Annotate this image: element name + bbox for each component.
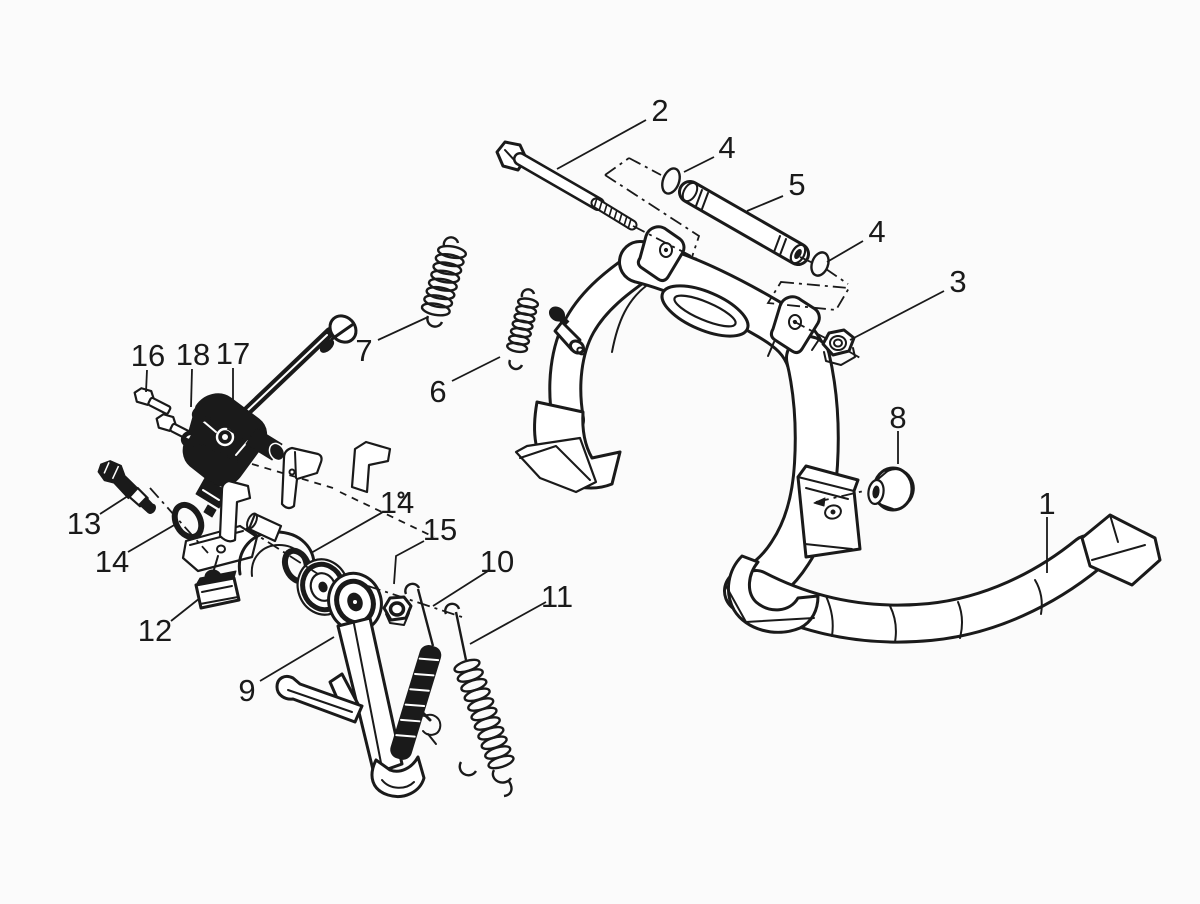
stand-right-lug (767, 295, 821, 357)
leader-line (310, 511, 384, 554)
callout-10: 10 (432, 544, 514, 607)
callout-label-18: 18 (176, 337, 210, 372)
callout-label-16: 16 (131, 338, 165, 373)
callout-1: 1 (1038, 486, 1056, 573)
leader-line (746, 195, 784, 212)
callout-label-8: 8 (889, 400, 906, 435)
leader-line (683, 156, 715, 173)
leader-line (99, 493, 132, 515)
callout-label-13: 13 (67, 506, 101, 541)
part-locknut (382, 595, 413, 626)
callout-6: 6 (429, 356, 501, 409)
leader-line (127, 523, 177, 553)
callout-9: 9 (238, 636, 335, 708)
part-buffer (867, 466, 915, 512)
callout-label-7: 7 (355, 333, 372, 368)
callout-label-11: 11 (541, 579, 573, 614)
callout-label-6: 6 (429, 374, 446, 409)
part-spring-large (420, 236, 468, 328)
callout-label-14-left: 14 (95, 544, 129, 579)
assembly-guide-lines (149, 157, 865, 618)
callout-17: 17 (216, 336, 250, 407)
part-spring-small (506, 288, 540, 371)
stand-crossbar-slot (660, 284, 750, 338)
leader-line (377, 316, 429, 341)
callout-label-15: 15 (423, 512, 457, 547)
leader-line (556, 119, 647, 170)
leader-line (432, 570, 489, 607)
callout-15: 15 (393, 512, 457, 585)
stand-left-lug (636, 225, 686, 283)
callout-label-9: 9 (238, 673, 255, 708)
stand-left-foot (514, 400, 622, 494)
callouts: 2 4 5 4 3 7 16 18 (67, 93, 1056, 708)
part-washer-pair (180, 405, 211, 448)
part-mount-bracket (181, 524, 316, 596)
part-guard-panels (218, 440, 405, 543)
callout-label-2: 2 (651, 93, 668, 128)
part-spacer-sleeve (678, 180, 810, 266)
callout-7: 7 (355, 316, 429, 368)
part-center-stand (514, 225, 1162, 644)
callout-label-3: 3 (949, 264, 966, 299)
stand-spring-pin (548, 306, 586, 356)
leader-line (826, 240, 864, 263)
stand-right-foot (725, 554, 820, 634)
callout-14-left: 14 (95, 523, 177, 579)
part-stand-leg (275, 558, 442, 798)
leader-line (849, 290, 945, 341)
leader-line (170, 597, 201, 622)
callout-label-5: 5 (788, 167, 805, 202)
callout-label-1: 1 (1038, 486, 1055, 521)
leader-line (469, 601, 547, 645)
callout-14-mid: 14 (310, 485, 414, 554)
part-switch (194, 569, 241, 610)
part-spring-inner (390, 582, 478, 777)
callout-label-10: 10 (480, 544, 514, 579)
part-oring-upper (661, 167, 681, 195)
callout-12: 12 (138, 597, 201, 648)
leader-line (145, 369, 148, 393)
part-pivot-bolt (495, 140, 638, 231)
callout-16: 16 (131, 338, 165, 393)
part-spring-outer (444, 602, 515, 798)
callout-label-14-mid: 14 (380, 485, 414, 520)
leader-line (259, 636, 335, 682)
callout-8: 8 (889, 400, 907, 464)
callout-2: 2 (556, 93, 669, 170)
callout-18: 18 (176, 337, 210, 408)
part-bolt-pair (133, 387, 194, 441)
leader-line (190, 368, 193, 408)
callout-11: 11 (469, 579, 573, 645)
callout-5: 5 (746, 167, 806, 212)
part-plug (97, 460, 156, 515)
callout-4-upper: 4 (683, 130, 736, 173)
callout-3: 3 (849, 264, 967, 341)
part-hex-nut (821, 328, 856, 366)
callout-label-4-upper: 4 (718, 130, 735, 165)
leader-line (393, 540, 425, 585)
part-lever-assembly (182, 314, 358, 518)
callout-label-17: 17 (216, 336, 250, 371)
callout-13: 13 (67, 493, 132, 541)
part-oring-lower-left (171, 501, 205, 541)
callout-label-4-mid: 4 (868, 214, 885, 249)
callout-label-12: 12 (138, 613, 172, 648)
callout-4-mid: 4 (826, 214, 886, 263)
leader-line (451, 356, 501, 382)
part-oring-mid (810, 251, 830, 277)
stand-buffer-bracket (796, 464, 862, 559)
